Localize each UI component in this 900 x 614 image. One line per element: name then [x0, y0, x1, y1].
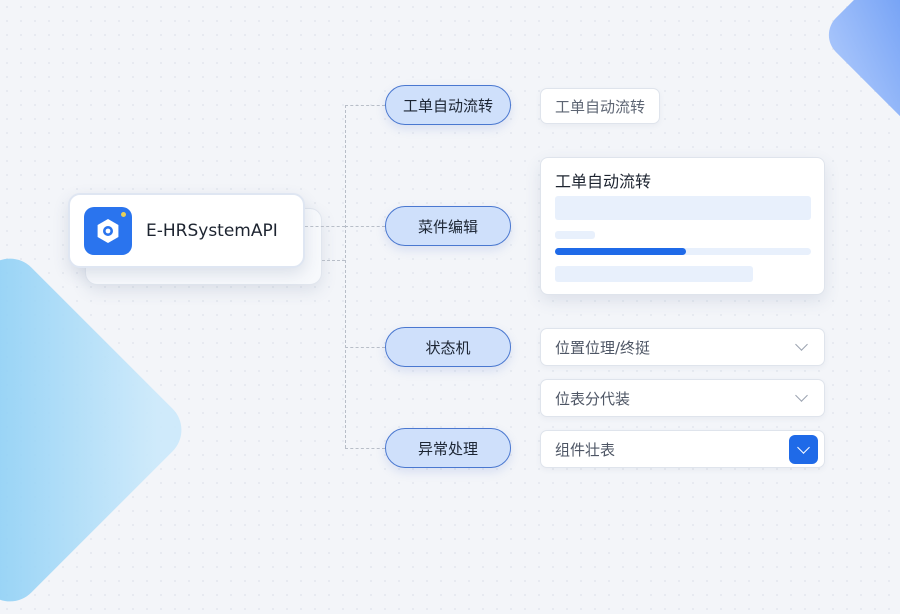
- chevron-down-icon: [795, 338, 808, 351]
- connector: [345, 226, 385, 227]
- gear-hex-icon: [84, 206, 132, 255]
- branch-node-edit[interactable]: 菜件编辑: [385, 206, 511, 246]
- chevron-down-icon: [797, 440, 810, 454]
- progress-fill: [555, 248, 686, 255]
- skeleton-bar: [555, 231, 595, 239]
- dropdown-value: 组件壮表: [555, 440, 616, 459]
- dropdown-2[interactable]: 位表分代装: [540, 379, 825, 417]
- connector: [345, 448, 385, 449]
- decorative-shape: [0, 246, 194, 614]
- root-node[interactable]: E-HRSystemAPI: [68, 193, 305, 268]
- connector: [305, 226, 345, 227]
- dropdown-toggle-button[interactable]: [789, 434, 818, 464]
- dropdown-3[interactable]: 组件壮表: [540, 430, 825, 468]
- skeleton-bar: [555, 266, 753, 282]
- dropdown-value: 位表分代装: [555, 389, 631, 408]
- dropdown-value: 位置位理/终挺: [555, 338, 651, 357]
- branch-node-auto-flow[interactable]: 工单自动流转: [385, 85, 511, 125]
- decorative-shape: [818, 0, 900, 142]
- connector: [345, 105, 346, 448]
- branch-node-state-machine[interactable]: 状态机: [385, 327, 511, 367]
- progress-bar: [555, 248, 811, 255]
- root-label: E-HRSystemAPI: [146, 220, 278, 241]
- dropdown-1[interactable]: 位置位理/终挺: [540, 328, 825, 366]
- connector: [345, 347, 385, 348]
- card-title: 工单自动流转: [555, 172, 652, 191]
- detail-card: 工单自动流转: [540, 157, 825, 295]
- skeleton-bar: [555, 196, 811, 220]
- connector: [322, 260, 345, 261]
- chevron-down-icon: [795, 389, 808, 402]
- branch-node-exception[interactable]: 异常处理: [385, 428, 511, 468]
- tag-auto-flow[interactable]: 工单自动流转: [540, 88, 660, 124]
- connector: [345, 105, 385, 106]
